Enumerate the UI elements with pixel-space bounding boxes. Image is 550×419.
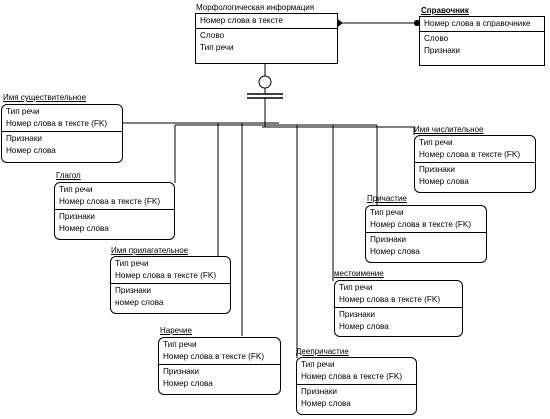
entity-adj[interactable]: Тип речи Номер слова в тексте (FK) Призн… xyxy=(110,256,231,314)
subtype-discriminator-circle xyxy=(258,75,272,89)
entity-attr: Признаки xyxy=(301,387,337,396)
entity-sprav[interactable]: Номер слова в справочнике Слово Признаки xyxy=(419,16,545,66)
entity-attr: Признаки xyxy=(370,235,406,244)
entity-part[interactable]: Тип речи Номер слова в тексте (FK) Призн… xyxy=(365,205,487,263)
entity-key-attr: Номер слова в тексте (FK) xyxy=(339,295,441,304)
entity-attr: Номер слова xyxy=(419,177,469,186)
entity-key-attr: Тип речи xyxy=(370,208,404,217)
entity-attr: Тип речи xyxy=(200,43,234,52)
entity-key-attr: Тип речи xyxy=(59,185,93,194)
entity-title-morph: Морфологическая информация xyxy=(196,3,315,12)
entity-key-attr: Номер слова в справочнике xyxy=(424,19,531,28)
entity-attr: Признаки xyxy=(339,310,375,319)
entity-title-pron: местоимение xyxy=(334,269,384,278)
entity-gerund[interactable]: Тип речи Номер слова в тексте (FK) Призн… xyxy=(296,357,417,415)
entity-key-attr: Тип речи xyxy=(419,138,453,147)
entity-noun[interactable]: Тип речи Номер слова в тексте (FK) Призн… xyxy=(1,104,123,163)
entity-attr: Признаки xyxy=(424,46,460,55)
entity-key-attr: Номер слова в тексте (FK) xyxy=(115,271,217,280)
entity-verb[interactable]: Тип речи Номер слова в тексте (FK) Призн… xyxy=(54,182,175,240)
entity-title-sprav: Справочник xyxy=(421,6,469,15)
entity-key-attr: Тип речи xyxy=(163,340,197,349)
entity-key-attr: Тип речи xyxy=(301,360,335,369)
entity-attr: Признаки xyxy=(6,134,42,143)
entity-attr: Номер слова xyxy=(339,322,389,331)
entity-title-adv: Наречие xyxy=(160,326,192,335)
entity-title-num: Имя числительное xyxy=(414,125,484,134)
entity-key-attr: Тип речи xyxy=(339,283,373,292)
entity-key-attr: Номер слова в тексте (FK) xyxy=(419,150,521,159)
entity-attr: Номер слова xyxy=(59,224,109,233)
entity-key-attr: Номер слова в тексте (FK) xyxy=(6,119,108,128)
entity-pron[interactable]: Тип речи Номер слова в тексте (FK) Призн… xyxy=(334,280,463,337)
entity-attr: Признаки xyxy=(419,165,455,174)
entity-title-verb: Глагол xyxy=(56,171,81,180)
entity-key-attr: Номер слова в тексте (FK) xyxy=(301,372,403,381)
entity-title-adj: Имя прилагательное xyxy=(111,246,189,255)
entity-attr: Номер слова xyxy=(301,399,351,408)
entity-attr: Слово xyxy=(200,31,225,40)
entity-adv[interactable]: Тип речи Номер слова в тексте (FK) Призн… xyxy=(158,337,281,395)
entity-key-attr: Тип речи xyxy=(6,107,40,116)
entity-key-attr: Номер слова в тексте xyxy=(200,16,283,25)
entity-key-attr: Номер слова в тексте (FK) xyxy=(163,352,265,361)
entity-title-noun: Имя существительное xyxy=(3,93,87,102)
entity-attr: Номер слова xyxy=(6,146,56,155)
entity-title-part: Причастие xyxy=(367,194,407,203)
entity-attr: Слово xyxy=(424,34,449,43)
entity-num[interactable]: Тип речи Номер слова в тексте (FK) Призн… xyxy=(414,135,536,193)
entity-attr: Признаки xyxy=(59,212,95,221)
entity-attr: Номер слова xyxy=(163,379,213,388)
entity-key-attr: Тип речи xyxy=(115,259,149,268)
entity-key-attr: Номер слова в тексте (FK) xyxy=(59,197,161,206)
entity-morph[interactable]: Номер слова в тексте Слово Тип речи xyxy=(195,13,338,64)
entity-attr: Признаки xyxy=(115,286,151,295)
entity-attr: Номер слова xyxy=(370,247,420,256)
entity-title-gerund: Деепричастие xyxy=(296,347,349,356)
entity-attr: Признаки xyxy=(163,367,199,376)
entity-key-attr: Номер слова в тексте (FK) xyxy=(370,220,472,229)
entity-attr: номер слова xyxy=(115,298,164,307)
